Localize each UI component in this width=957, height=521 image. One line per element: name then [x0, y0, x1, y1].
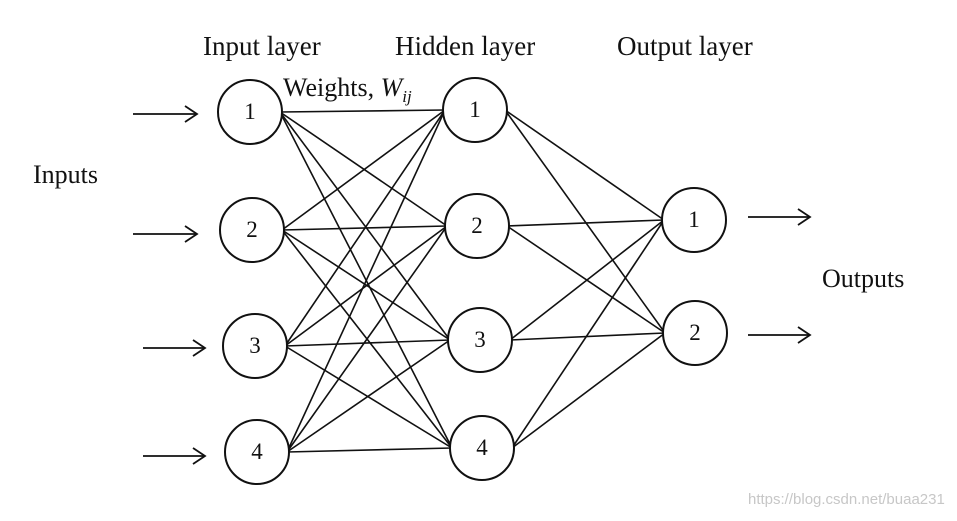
edge-hidden-2-output-1 [506, 219, 665, 227]
edge-input-1-hidden-1 [279, 109, 446, 113]
input-node-1 [217, 79, 283, 145]
output-node-1-label: 1 [688, 207, 700, 232]
output-node-2 [662, 300, 728, 366]
inputs-label: Inputs [33, 160, 98, 189]
edge-input-2-hidden-1 [281, 109, 446, 231]
edge-input-4-hidden-1 [286, 109, 446, 453]
input-node-3-label: 3 [249, 333, 261, 358]
edge-hidden-1-output-2 [504, 109, 666, 334]
edge-input-3-hidden-2 [284, 225, 448, 347]
input-node-3 [222, 313, 288, 379]
edge-input-1-hidden-2 [279, 111, 448, 227]
edge-input-2-hidden-3 [281, 229, 451, 341]
input-node-1-label: 1 [244, 99, 256, 124]
input-arrow-2 [133, 225, 199, 243]
weights-subscript: ij [402, 87, 412, 106]
input-node-4 [224, 419, 290, 485]
input-arrow-1 [133, 105, 199, 123]
edge-hidden-3-output-1 [509, 219, 665, 341]
hidden-node-3-label: 3 [474, 327, 486, 352]
output-layer-title: Output layer [617, 31, 753, 61]
edge-hidden-2-output-2 [506, 225, 666, 334]
input-layer-title: Input layer [203, 31, 321, 61]
edge-input-4-hidden-3 [286, 339, 451, 453]
input-arrow-4 [143, 447, 207, 465]
edge-input-3-hidden-4 [284, 345, 453, 449]
hidden-node-1 [442, 77, 508, 143]
output-arrow-2 [748, 326, 812, 344]
edge-input-1-hidden-3 [279, 111, 451, 341]
hidden-node-2-label: 2 [471, 213, 483, 238]
edge-input-3-hidden-3 [284, 339, 451, 347]
weights-label-prefix: Weights, [283, 73, 381, 102]
output-node-2-label: 2 [689, 320, 701, 345]
edge-hidden-4-output-2 [511, 332, 666, 449]
weights-label: Weights, Wij [283, 73, 412, 106]
hidden-node-2 [444, 193, 510, 259]
output-arrow-1 [748, 208, 812, 226]
hidden-node-1-label: 1 [469, 97, 481, 122]
edge-input-4-hidden-4 [286, 447, 453, 453]
hidden-node-4-label: 4 [476, 435, 488, 460]
edge-input-3-hidden-1 [284, 109, 446, 347]
output-node-1 [661, 187, 727, 253]
hidden-layer-title: Hidden layer [395, 31, 536, 61]
hidden-node-3 [447, 307, 513, 373]
edge-hidden-1-output-1 [504, 109, 665, 221]
hidden-node-4 [449, 415, 515, 481]
outputs-label: Outputs [822, 264, 905, 293]
input-node-2 [219, 197, 285, 263]
weights-variable: W [380, 73, 403, 102]
edge-input-4-hidden-2 [286, 225, 448, 453]
input-node-2-label: 2 [246, 217, 258, 242]
watermark: https://blog.csdn.net/buaa231 [748, 491, 945, 508]
edge-hidden-4-output-1 [511, 219, 665, 449]
edge-hidden-3-output-2 [509, 332, 666, 341]
input-node-4-label: 4 [251, 439, 263, 464]
input-arrow-3 [143, 339, 207, 357]
